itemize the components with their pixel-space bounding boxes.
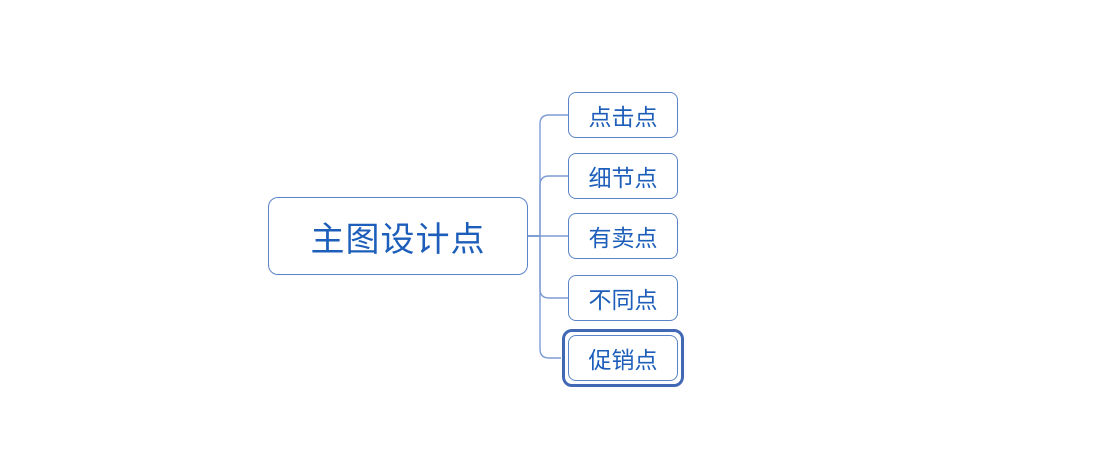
mindmap-child-node-difference-point[interactable]: 不同点 [568,275,678,321]
mindmap-child-node-promotion-point[interactable]: 促销点 [562,329,684,387]
connector-branch-2 [528,175,568,237]
connector-branch-4 [528,235,568,299]
child-node-label: 有卖点 [588,226,658,251]
child-node-label: 细节点 [588,166,658,191]
child-node-label: 点击点 [588,105,658,130]
mindmap-child-node-click-point[interactable]: 点击点 [568,92,678,138]
root-node-label: 主图设计点 [310,221,486,259]
child-node-label: 促销点 [588,348,658,373]
connector-branch-1 [528,114,568,237]
mindmap-child-node-detail-point[interactable]: 细节点 [568,153,678,199]
mindmap-root-node[interactable]: 主图设计点 [268,197,528,275]
connector-branch-5 [528,235,561,359]
child-node-label: 不同点 [588,288,658,313]
mindmap-child-node-selling-point[interactable]: 有卖点 [568,213,678,259]
